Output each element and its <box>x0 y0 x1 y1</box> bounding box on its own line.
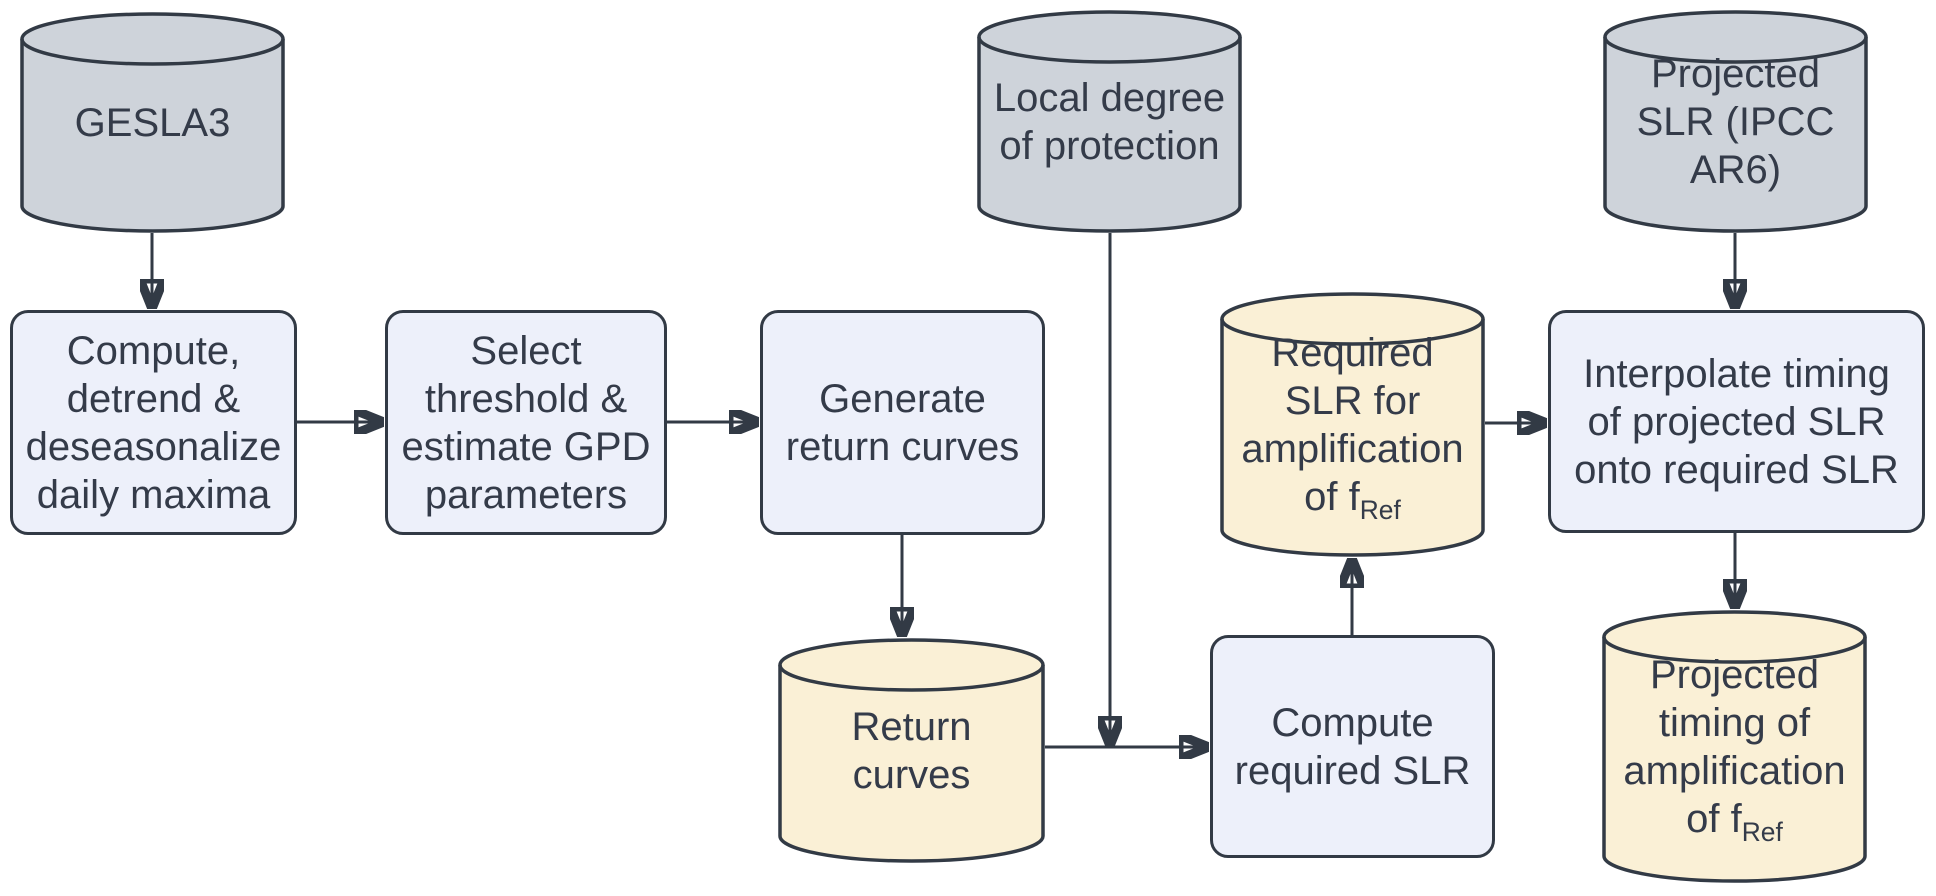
node-label-text: Projected timing of amplification of f <box>1623 652 1846 841</box>
node-label: Select threshold & estimate GPD paramete… <box>388 327 664 519</box>
cylinder-lid <box>1220 318 1485 346</box>
cylinder-shape <box>20 12 285 233</box>
cylinder-lid <box>977 36 1242 64</box>
node-label-text: Generate return curves <box>785 376 1020 469</box>
node-generate-curves-process: Generate return curves <box>760 310 1045 535</box>
node-label-text: Select threshold & estimate GPD paramete… <box>401 328 651 517</box>
cylinder-shape <box>1220 292 1485 557</box>
node-label: Compute, detrend & deseasonalize daily m… <box>13 327 294 519</box>
node-label-text: Projected SLR (IPCC AR6) <box>1636 51 1835 192</box>
node-label: Interpolate timing of projected SLR onto… <box>1551 350 1922 494</box>
node-return-curves-output: Return curves <box>778 638 1045 863</box>
node-label: Projected timing of amplification of fRe… <box>1602 651 1867 845</box>
cylinder-body <box>1603 10 1868 233</box>
cylinder-body <box>1602 610 1867 883</box>
cylinder-lid <box>1602 636 1867 664</box>
node-label-text: Required SLR for amplification of f <box>1241 330 1464 519</box>
node-label: Generate return curves <box>763 375 1042 471</box>
node-label: Compute required SLR <box>1213 699 1492 795</box>
cylinder-body <box>977 10 1242 233</box>
node-projected-timing-output: Projected timing of amplification of fRe… <box>1602 610 1867 883</box>
node-label-text: Interpolate timing of projected SLR onto… <box>1574 351 1899 492</box>
node-label: Projected SLR (IPCC AR6) <box>1603 50 1868 194</box>
node-label-text: Return curves <box>851 704 972 797</box>
cylinder-body <box>20 12 285 233</box>
node-label-text: Compute, detrend & deseasonalize daily m… <box>25 328 282 517</box>
cylinder-shape <box>778 638 1045 863</box>
node-label-text: Local degree of protection <box>993 75 1226 168</box>
node-label-subscript: Ref <box>1359 494 1401 525</box>
node-select-threshold-process: Select threshold & estimate GPD paramete… <box>385 310 667 535</box>
node-label: Return curves <box>778 703 1045 799</box>
node-gesla3-datastore: GESLA3 <box>20 12 285 233</box>
node-interpolate-process: Interpolate timing of projected SLR onto… <box>1548 310 1925 533</box>
node-label: Required SLR for amplification of fRef <box>1220 329 1485 523</box>
node-projected-slr-datastore: Projected SLR (IPCC AR6) <box>1603 10 1868 233</box>
node-compute-required-process: Compute required SLR <box>1210 635 1495 858</box>
cylinder-body <box>1220 292 1485 557</box>
node-required-slr-output: Required SLR for amplification of fRef <box>1220 292 1485 557</box>
node-local-degree-datastore: Local degree of protection <box>977 10 1242 233</box>
node-label: Local degree of protection <box>977 74 1242 170</box>
cylinder-shape <box>1603 10 1868 233</box>
node-compute-detrend-process: Compute, detrend & deseasonalize daily m… <box>10 310 297 535</box>
node-label-text: Compute required SLR <box>1234 700 1471 793</box>
node-label-text: GESLA3 <box>74 100 231 145</box>
node-label: GESLA3 <box>20 99 285 147</box>
cylinder-lid <box>20 38 285 66</box>
cylinder-lid <box>1603 36 1868 64</box>
cylinder-shape <box>1602 610 1867 883</box>
cylinder-lid <box>778 664 1045 692</box>
cylinder-body <box>778 638 1045 863</box>
cylinder-shape <box>977 10 1242 233</box>
node-label-subscript: Ref <box>1741 816 1783 847</box>
